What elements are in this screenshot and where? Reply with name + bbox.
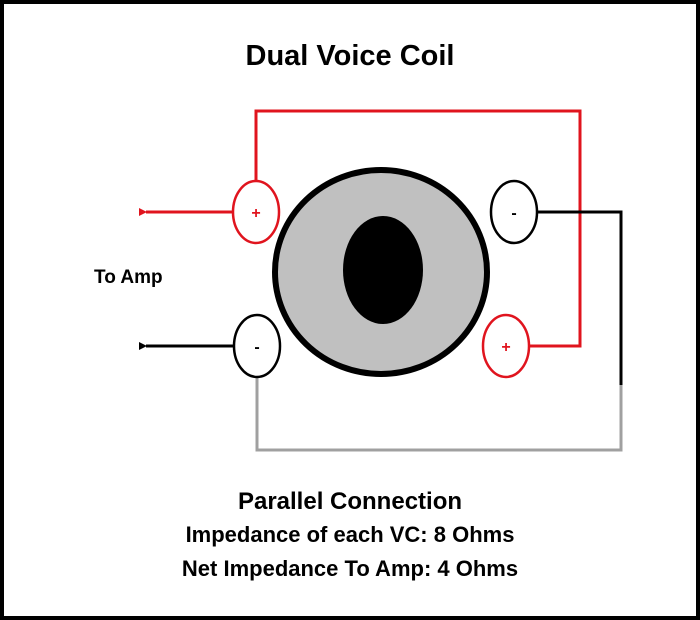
- terminal-vc1-positive: +: [231, 179, 281, 245]
- net-impedance: Net Impedance To Amp: 4 Ohms: [181, 556, 519, 581]
- diagram-title: Dual Voice Coil: [245, 40, 455, 72]
- watermark-band-right: [696, 385, 700, 471]
- svg-text:-: -: [254, 339, 259, 356]
- vc-impedance: Impedance of each VC: 8 Ohms: [185, 522, 515, 547]
- terminal-vc2-positive: +: [481, 313, 531, 379]
- svg-text:-: -: [511, 205, 516, 222]
- negative-bridge-wire-bottom: [255, 372, 623, 452]
- svg-text:+: +: [501, 339, 510, 356]
- positive-bridge-wire: [254, 109, 582, 348]
- terminal-vc2-negative: -: [232, 313, 282, 379]
- svg-text:+: +: [251, 205, 260, 222]
- negative-bridge-wire-top: [537, 210, 623, 385]
- to-amp-label: To Amp: [94, 267, 163, 288]
- terminal-vc1-negative: -: [489, 179, 539, 245]
- speaker-dust-cap: [343, 216, 423, 324]
- connection-type: Parallel Connection: [237, 488, 463, 515]
